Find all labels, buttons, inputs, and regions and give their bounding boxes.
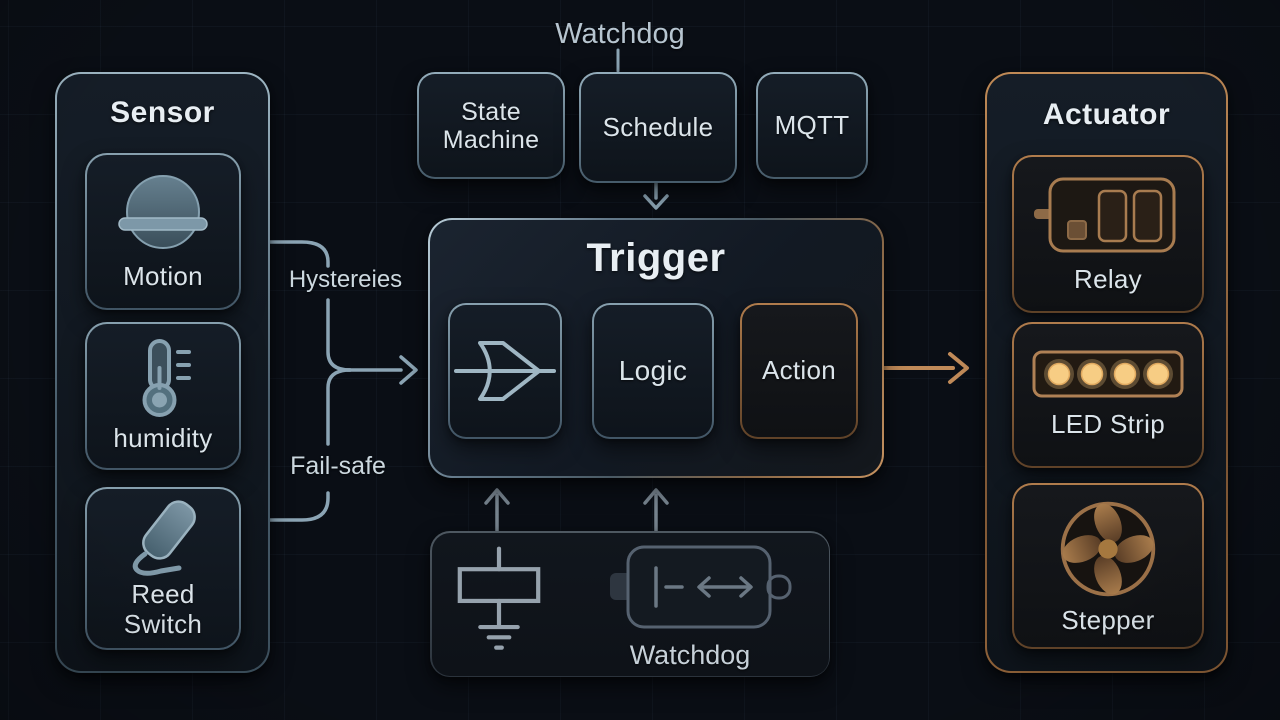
trunk-upper-connector — [326, 298, 352, 372]
gate-node — [448, 303, 562, 439]
hysteresis-label: Hystereies — [288, 266, 403, 293]
reed-switch-node: Reed Switch — [85, 487, 241, 650]
or-gate-icon — [453, 329, 557, 413]
logic-label: Logic — [618, 355, 688, 387]
watchdog-top-label: Watchdog — [555, 18, 685, 50]
schedule-label: Schedule — [602, 111, 714, 142]
schedule-node: Schedule — [579, 72, 737, 183]
actuator-panel-title: Actuator — [1042, 98, 1171, 131]
failsafe-connector — [238, 491, 330, 522]
trunk-lower-connector — [326, 368, 352, 446]
ground-resistor-icon — [443, 542, 555, 658]
sensor-panel-title: Sensor — [110, 96, 215, 129]
relay-icon — [1032, 173, 1184, 259]
watchdog-box-label: Watchdog — [629, 640, 751, 670]
relay-node: Relay — [1012, 155, 1204, 313]
watchdog-up-arrow-right-head — [643, 488, 669, 505]
hysteresis-connector — [238, 240, 330, 268]
thermometer-icon — [126, 338, 200, 420]
humidity-sensor-node: humidity — [85, 322, 241, 470]
state-machine-node: State Machine — [417, 72, 565, 179]
relay-label: Relay — [1074, 264, 1142, 295]
mqtt-label: MQTT — [774, 109, 850, 140]
trigger-panel-title: Trigger — [586, 236, 726, 280]
led-strip-icon — [1032, 350, 1184, 398]
motion-sensor-node: Motion — [85, 153, 241, 310]
action-node: Action — [740, 303, 858, 439]
watchdog-timer-icon — [608, 541, 794, 633]
stepper-label: Stepper — [1061, 605, 1155, 636]
schedule-to-trigger-arrowhead — [643, 194, 669, 210]
motion-label: Motion — [123, 260, 203, 291]
trigger-to-actuator-arrowhead — [948, 352, 969, 384]
led-strip-node: LED Strip — [1012, 322, 1204, 468]
motion-sensor-icon — [117, 172, 209, 256]
logic-node: Logic — [592, 303, 714, 439]
reed-switch-label: Reed Switch — [123, 579, 203, 639]
mqtt-node: MQTT — [756, 72, 868, 179]
led-strip-label: LED Strip — [1051, 409, 1165, 440]
state-machine-label: State Machine — [442, 97, 540, 154]
reed-switch-icon — [117, 498, 209, 578]
watchdog-up-arrow-left-head — [484, 488, 510, 505]
humidity-label: humidity — [113, 423, 213, 454]
sensor-to-trigger-arrowhead — [399, 355, 418, 385]
failsafe-label: Fail-safe — [290, 452, 386, 480]
fan-icon — [1054, 496, 1162, 602]
stepper-node: Stepper — [1012, 483, 1204, 649]
action-label: Action — [761, 355, 837, 386]
